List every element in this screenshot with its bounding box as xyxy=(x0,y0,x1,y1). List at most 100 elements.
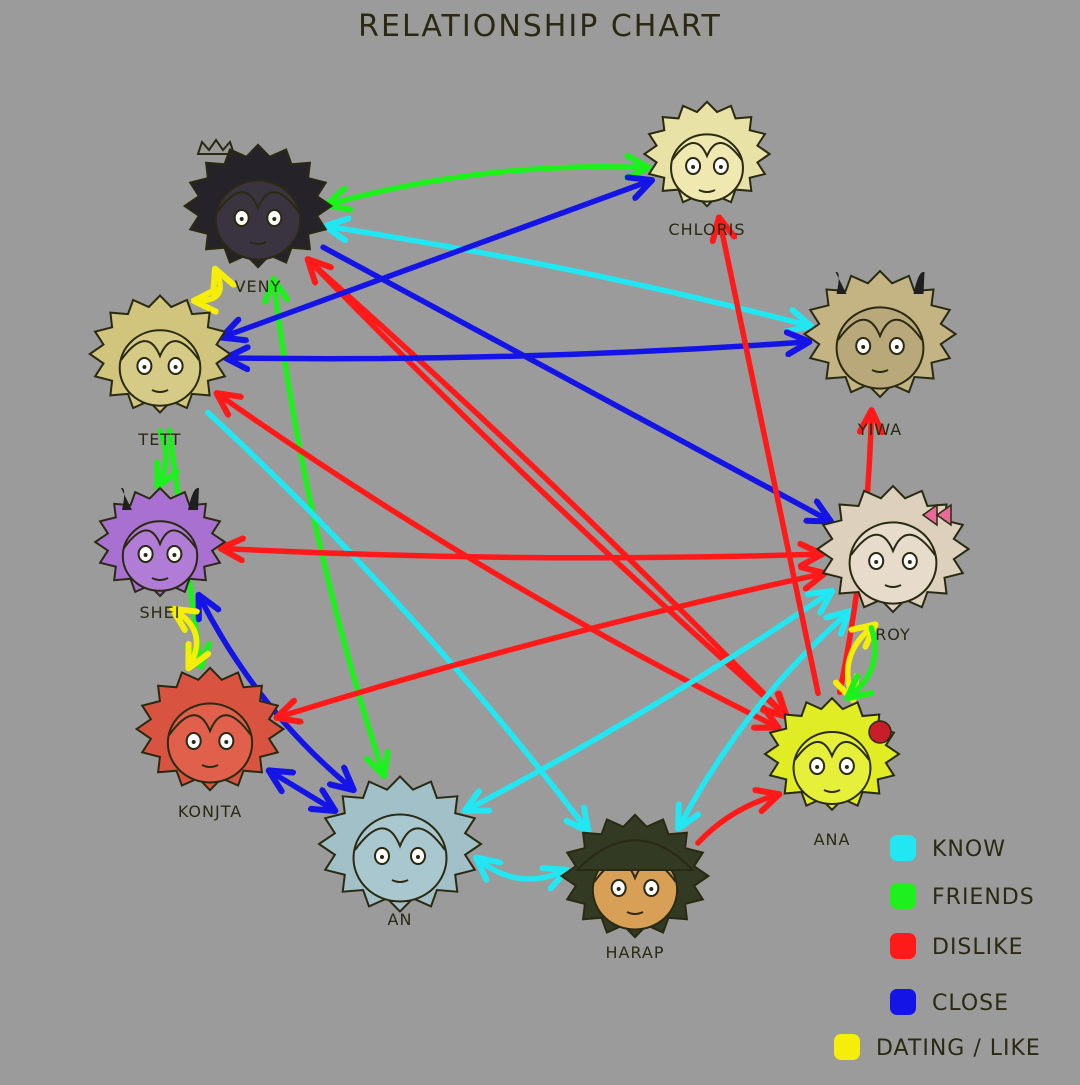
character-label-yiwa: YIWA xyxy=(857,420,902,439)
edge-an-konjta-close xyxy=(273,773,330,808)
legend-swatch-dislike xyxy=(890,933,916,959)
chloris-pupil xyxy=(718,165,723,169)
veny-face xyxy=(214,179,302,261)
character-yiwa: YIWA xyxy=(802,269,958,439)
tett-pupil xyxy=(173,365,178,369)
edge-shei-konjta-dating xyxy=(177,612,197,664)
edge-veny-ana-dislike xyxy=(308,260,783,713)
harap-pupil xyxy=(649,887,654,891)
an-pupil xyxy=(380,855,384,859)
character-label-harap: HARAP xyxy=(605,943,664,962)
character-an: AN xyxy=(317,775,483,929)
konjta-bangs xyxy=(168,714,252,736)
edge-tett-chloris-close xyxy=(227,182,647,336)
character-veny: VENY xyxy=(182,138,334,296)
harap-mouth xyxy=(626,911,644,915)
character-roy: ROY xyxy=(815,484,971,644)
ana-bangs xyxy=(793,740,871,761)
edge-an-harap-know xyxy=(480,861,561,879)
shei-bangs xyxy=(123,529,197,549)
edge-veny-ana-dislike xyxy=(312,263,783,713)
character-konjta: KONJTA xyxy=(134,666,286,821)
konjta-mouth xyxy=(201,764,219,768)
shei-pupil xyxy=(172,553,177,557)
konjta-face xyxy=(166,702,254,784)
roy-bangs xyxy=(850,533,936,556)
yiwa-bangs xyxy=(837,318,923,341)
chloris-bangs xyxy=(671,142,743,161)
legend-item-dating: DATING / LIKE xyxy=(834,1034,1040,1061)
legend-item-dislike: DISLIKE xyxy=(890,933,1023,960)
edge-shei-an-close xyxy=(201,600,350,787)
character-label-an: AN xyxy=(388,910,413,929)
character-label-tett: TETT xyxy=(137,430,181,449)
edge-shei-roy-dislike xyxy=(226,549,817,558)
roy-pupil xyxy=(874,560,879,564)
chloris-mouth xyxy=(698,189,716,193)
character-label-shei: SHEI xyxy=(139,603,180,622)
legend-label-know: KNOW xyxy=(932,837,1006,862)
edge-roy-ana-friends xyxy=(851,625,878,695)
ana-pupil xyxy=(815,765,820,769)
relationship-edges xyxy=(160,167,875,879)
legend-label-dislike: DISLIKE xyxy=(932,935,1023,960)
horns-icon xyxy=(188,487,199,510)
legend-label-close: CLOSE xyxy=(932,991,1009,1016)
yiwa-mouth xyxy=(871,369,889,373)
tett-pupil xyxy=(142,365,147,369)
character-label-veny: VENY xyxy=(235,277,282,296)
yiwa-face xyxy=(835,306,925,390)
edge-veny-tett-dating xyxy=(199,274,220,301)
character-label-konjta: KONJTA xyxy=(178,802,242,821)
legend-swatch-dating xyxy=(834,1034,860,1060)
edge-harap-ana-dislike xyxy=(695,796,774,846)
legend-swatch-friends xyxy=(890,883,916,909)
ana-mouth xyxy=(823,789,841,793)
edge-veny-yiwa-know xyxy=(331,227,806,325)
roy-face xyxy=(848,521,938,605)
tett-mouth xyxy=(151,389,169,393)
character-tett: TETT xyxy=(88,294,232,449)
an-bangs xyxy=(354,827,446,851)
ana-pupil xyxy=(844,765,849,769)
character-label-ana: ANA xyxy=(814,830,851,849)
veny-pupil xyxy=(272,217,277,221)
veny-bangs xyxy=(216,191,300,213)
edge-ana-chloris-dislike xyxy=(720,223,821,697)
veny-mouth xyxy=(249,241,267,245)
an-face xyxy=(352,813,448,903)
shei-pupil xyxy=(143,553,148,557)
bow-icon xyxy=(921,503,952,527)
legend-item-know: KNOW xyxy=(890,835,1006,862)
tett-bangs xyxy=(120,340,200,361)
character-harap: HARAP xyxy=(559,813,711,962)
yiwa-pupil xyxy=(894,345,899,349)
legend: KNOW FRIENDS DISLIKE CLOSE DATING / LIKE xyxy=(834,835,1040,1061)
ana-face xyxy=(792,731,872,805)
character-ana: ANA xyxy=(763,696,901,849)
character-label-chloris: CHLORIS xyxy=(668,220,745,239)
horns-icon xyxy=(835,271,847,294)
horns-icon xyxy=(913,271,925,294)
legend-item-close: CLOSE xyxy=(890,989,1009,1016)
character-label-roy: ROY xyxy=(875,625,911,644)
legend-item-friends: FRIENDS xyxy=(890,883,1034,910)
chloris-pupil xyxy=(691,165,696,169)
edge-tett-yiwa-close xyxy=(231,342,804,359)
harap-pupil xyxy=(616,887,621,891)
character-chloris: CHLORIS xyxy=(642,100,772,239)
chart-title: RELATIONSHIP CHART xyxy=(358,9,722,44)
tett-face xyxy=(118,329,202,407)
edge-tett-harap-know xyxy=(205,409,585,828)
an-pupil xyxy=(416,855,420,859)
edge-harap-roy-know xyxy=(681,615,846,824)
crown-icon xyxy=(196,138,236,155)
character-nodes: VENY CHLORIS TETT YIWA SHEI ROY KONJTA ANA AN HAR… xyxy=(88,100,971,962)
roy-pupil xyxy=(907,560,912,564)
cap-icon xyxy=(574,839,696,871)
konjta-pupil xyxy=(191,740,196,744)
an-mouth xyxy=(391,879,409,883)
shei-mouth xyxy=(151,577,169,581)
yiwa-pupil xyxy=(861,345,866,349)
